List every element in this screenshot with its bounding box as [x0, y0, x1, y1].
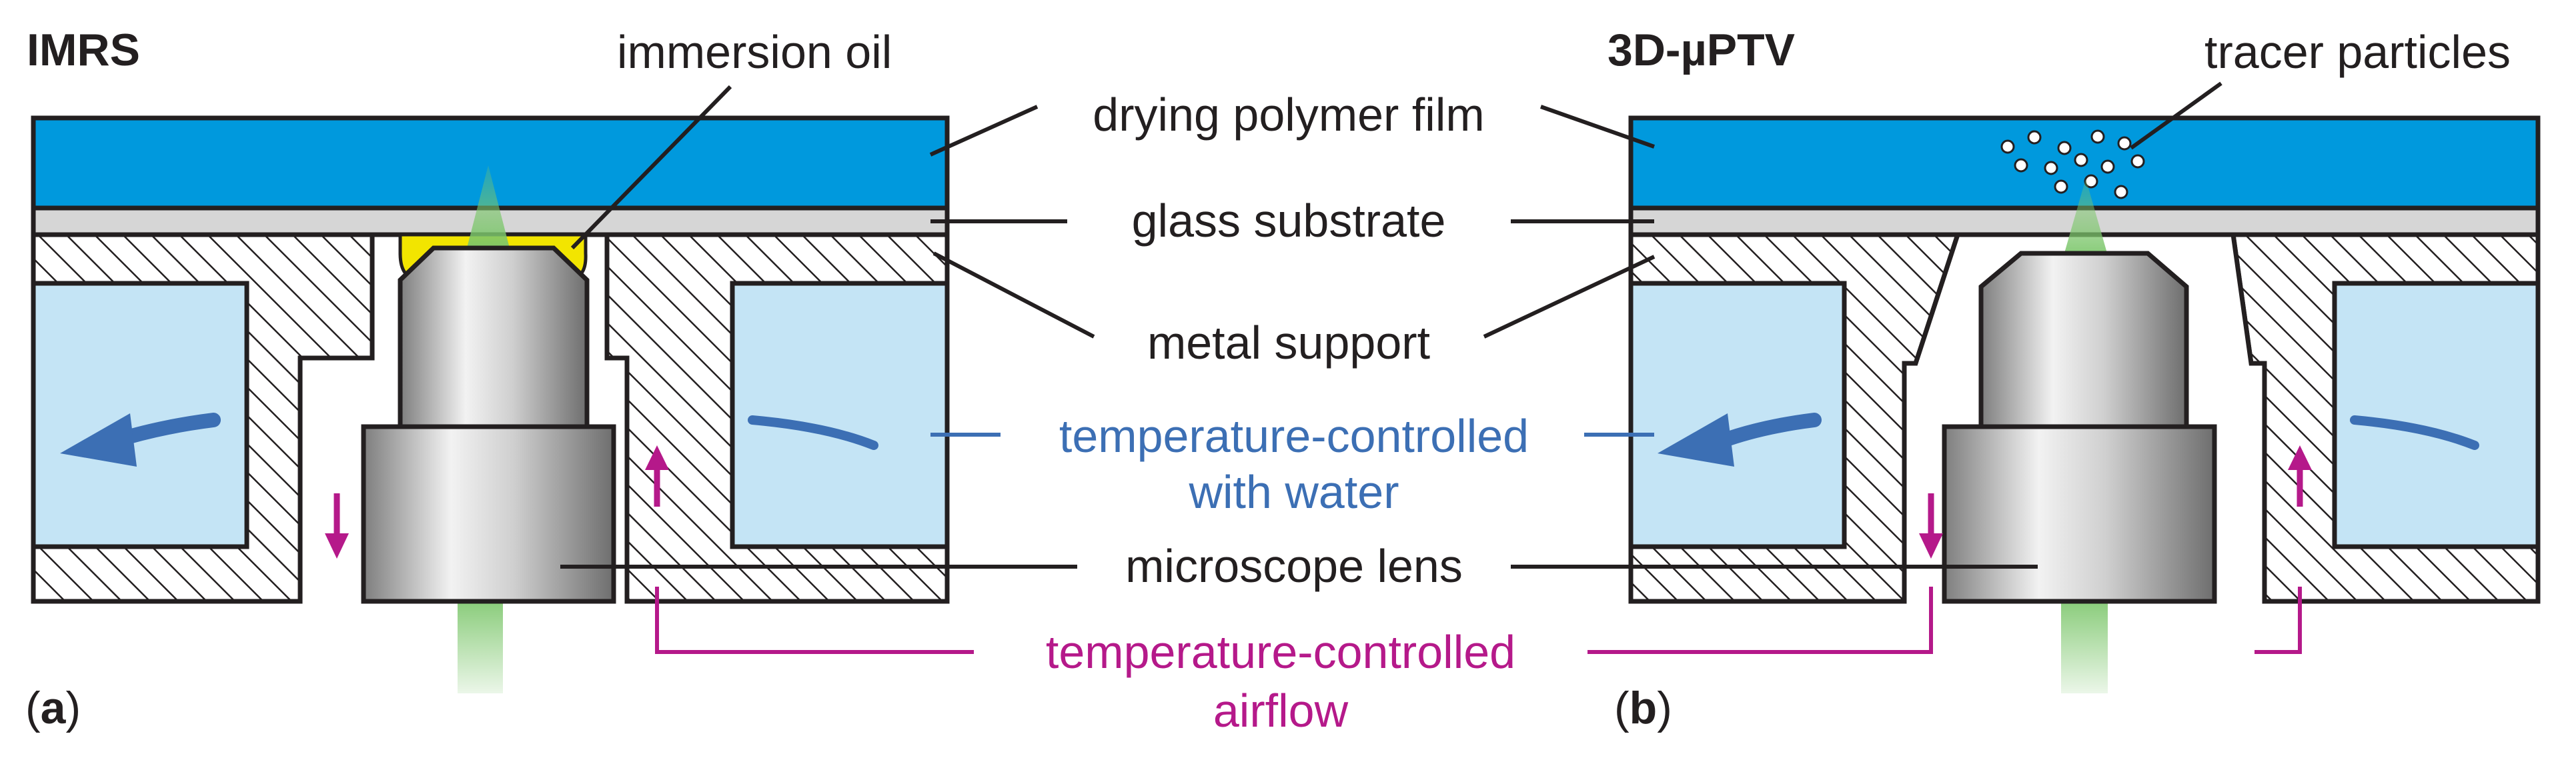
airflow-down-arrow-icon	[325, 493, 349, 559]
airflow-down-arrow-icon	[1919, 493, 1943, 559]
label-immersion-oil: immersion oil	[617, 26, 892, 78]
microscope-lens-base	[361, 424, 616, 604]
label-tracer-particles: tracer particles	[2204, 26, 2511, 78]
microscope-lens	[398, 245, 590, 429]
label-glass-substrate: glass substrate	[1132, 195, 1446, 247]
flow-arrow-icon	[1658, 413, 1822, 467]
flow-arrow-icon	[2350, 415, 2479, 450]
panel-title: IMRS	[27, 25, 140, 75]
airflow-leader-lines	[655, 587, 2302, 654]
microscope-lens	[1978, 251, 2189, 429]
microscope-lens-base	[1942, 424, 2217, 604]
panel-letter: (a)	[25, 683, 81, 733]
water-channel-right	[2332, 281, 2541, 549]
flow-arrow-icon	[60, 413, 221, 467]
light-beam-cone	[467, 165, 510, 248]
leader-lines	[560, 81, 2222, 569]
tracer-particles	[2000, 129, 2145, 199]
water-channel-right	[730, 281, 950, 549]
panel-a: IMRS (a)	[25, 25, 950, 733]
label-microscope-lens: microscope lens	[1125, 540, 1463, 592]
light-beam-bottom	[458, 600, 503, 693]
label-temperature-controlled-water-1: temperature-controlled	[1059, 410, 1529, 462]
panel-letter: (b)	[1614, 683, 1672, 733]
label-metal-support: metal support	[1147, 317, 1430, 369]
light-beam-cone	[2062, 179, 2109, 260]
airflow-up-arrow-icon	[2288, 445, 2312, 507]
label-temperature-controlled-airflow-2: airflow	[1213, 685, 1349, 737]
airflow-up-arrow-icon	[645, 445, 669, 507]
panel-title: 3D-µPTV	[1607, 25, 1795, 75]
label-drying-polymer-film: drying polymer film	[1093, 89, 1484, 141]
flow-arrow-icon	[748, 415, 878, 450]
label-temperature-controlled-water-2: with water	[1188, 466, 1399, 518]
light-beam-bottom	[2061, 600, 2108, 693]
label-temperature-controlled-airflow-1: temperature-controlled	[1046, 626, 1515, 678]
panel-b: 3D-µPTV (b)	[1607, 25, 2541, 733]
